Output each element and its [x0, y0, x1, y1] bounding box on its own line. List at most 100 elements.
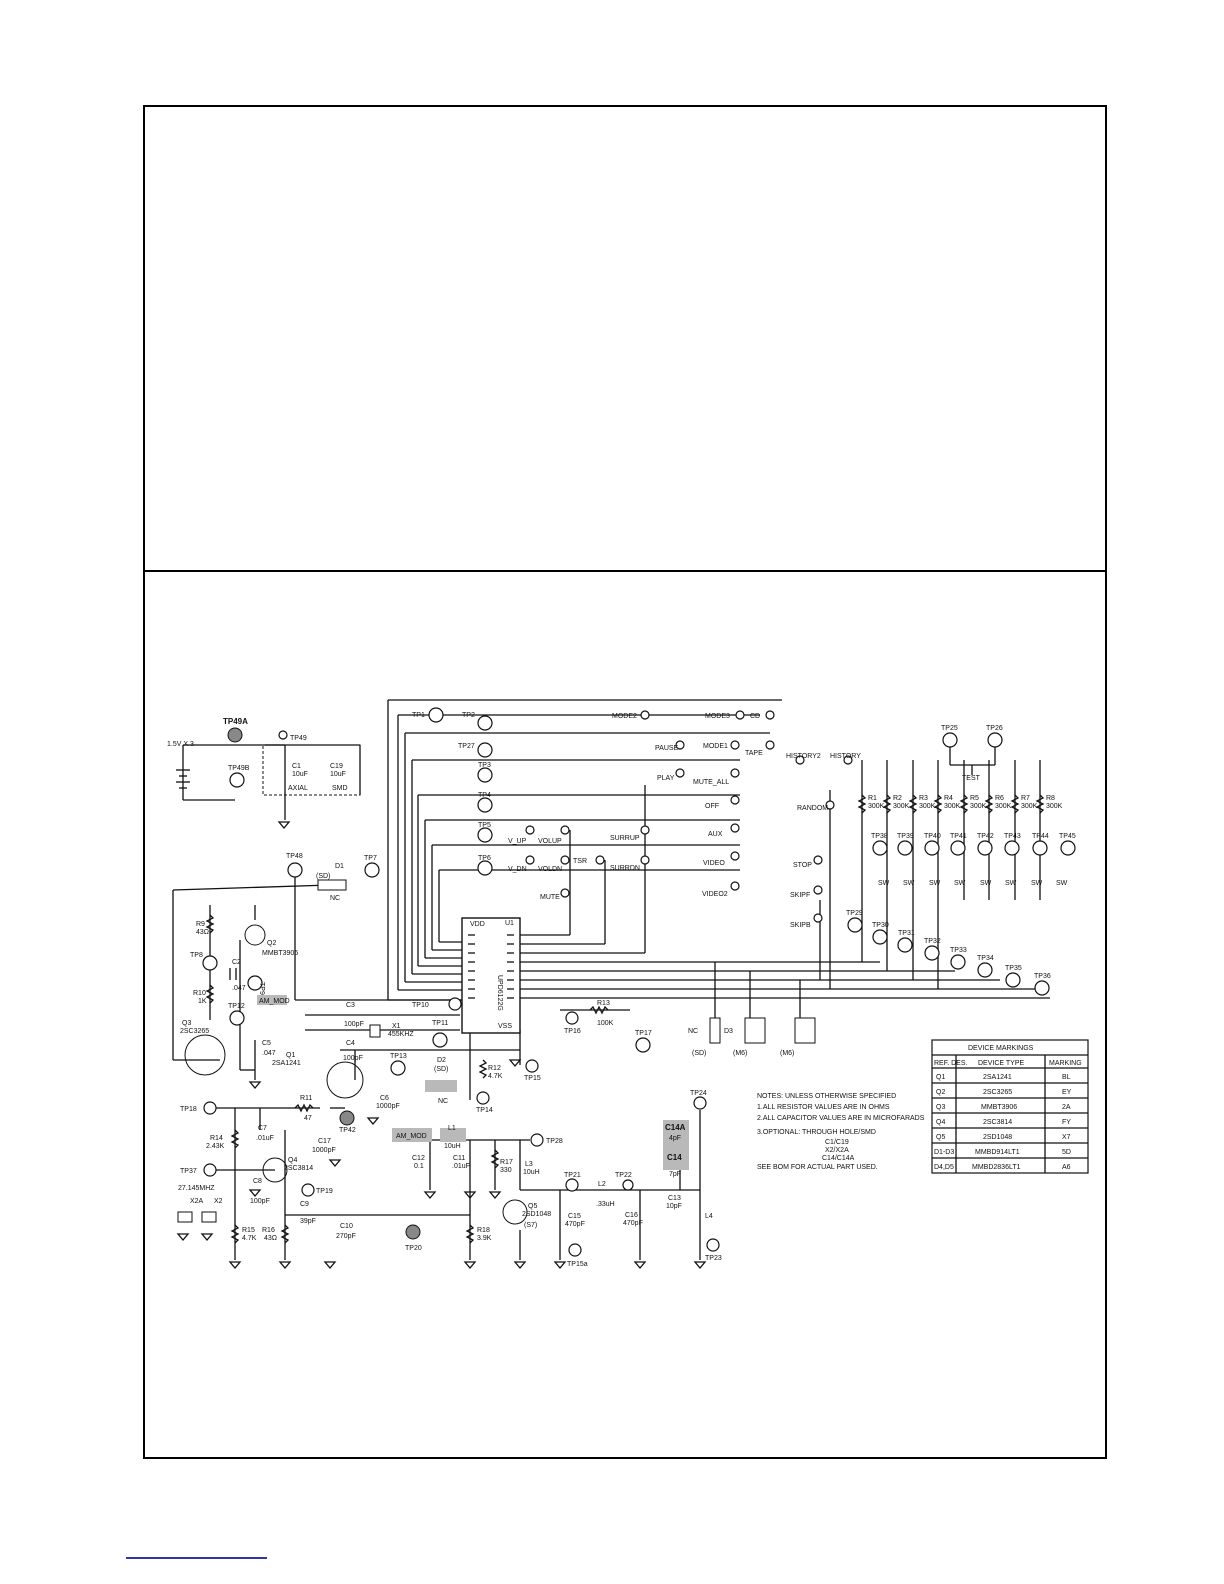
- svg-text:L1: L1: [448, 1125, 456, 1132]
- svg-text:2SC3814: 2SC3814: [983, 1119, 1012, 1126]
- svg-text:R10: R10: [193, 990, 206, 997]
- svg-text:300K: 300K: [1021, 803, 1038, 810]
- ic-ref: U1: [505, 920, 514, 927]
- svg-text:TP25: TP25: [941, 725, 958, 732]
- page-frame: [143, 105, 1107, 1459]
- svg-text:X2: X2: [214, 1198, 223, 1205]
- notes-line-1: 1.ALL RESISTOR VALUES ARE IN OHMS: [757, 1104, 890, 1111]
- svg-text:TP31: TP31: [898, 930, 915, 937]
- svg-text:R11: R11: [300, 1095, 312, 1102]
- svg-text:.33uH: .33uH: [596, 1201, 615, 1208]
- svg-text:TP14: TP14: [476, 1107, 493, 1114]
- svg-text:TP49A: TP49A: [223, 717, 248, 726]
- tp48: TP48: [286, 853, 303, 878]
- tp30: TP30: [872, 922, 889, 945]
- svg-text:TP39: TP39: [897, 833, 914, 840]
- tp38: TP38: [871, 833, 888, 856]
- svg-text:X1: X1: [392, 1023, 401, 1030]
- svg-text:300K: 300K: [893, 803, 910, 810]
- svg-text:Q5: Q5: [528, 1203, 537, 1210]
- svg-text:TP20: TP20: [405, 1245, 422, 1252]
- battery-symbol: [176, 769, 190, 789]
- svg-text:2SD1048: 2SD1048: [983, 1134, 1012, 1141]
- diode-d4: (M6): [733, 1017, 766, 1057]
- svg-text:TP11: TP11: [432, 1020, 448, 1027]
- tp39: TP39: [897, 833, 914, 856]
- sw-label-2: SW: [903, 880, 915, 887]
- svg-text:SMD: SMD: [332, 785, 348, 792]
- switch-tsr: TSR: [573, 855, 605, 865]
- svg-text:X7: X7: [1062, 1134, 1071, 1141]
- svg-text:C1: C1: [292, 763, 301, 770]
- tp16: TP16: [564, 1011, 581, 1035]
- svg-text:X2A: X2A: [190, 1198, 204, 1205]
- svg-text:C6: C6: [380, 1095, 389, 1102]
- svg-text:470pF: 470pF: [565, 1221, 585, 1228]
- tp15: TP15: [524, 1059, 541, 1082]
- svg-text:C5: C5: [262, 1040, 271, 1047]
- svg-text:R7: R7: [1021, 795, 1030, 802]
- switch-mute-all: MUTE_ALL: [693, 768, 740, 786]
- switch-mode3: MODE3: [705, 710, 745, 720]
- tp44: TP44: [1032, 833, 1049, 856]
- svg-text:TP34: TP34: [977, 955, 994, 962]
- svg-text:STOP: STOP: [793, 862, 812, 869]
- svg-text:300K: 300K: [868, 803, 885, 810]
- sw-label-5: SW: [980, 880, 992, 887]
- battery-label: 1.5V X 3: [167, 741, 194, 748]
- tp45: TP45: [1059, 833, 1076, 856]
- svg-text:EY: EY: [1062, 1089, 1072, 1096]
- svg-text:100pF: 100pF: [344, 1021, 364, 1028]
- svg-text:.047: .047: [232, 985, 246, 992]
- svg-text:L4: L4: [705, 1213, 713, 1220]
- svg-text:R3: R3: [919, 795, 928, 802]
- svg-text:2SA1241: 2SA1241: [983, 1074, 1012, 1081]
- svg-text:39pF: 39pF: [300, 1218, 316, 1225]
- svg-text:TP15a: TP15a: [567, 1261, 588, 1268]
- svg-text:1000pF: 1000pF: [376, 1103, 400, 1110]
- svg-text:R2: R2: [893, 795, 902, 802]
- svg-text:10uH: 10uH: [523, 1169, 540, 1176]
- svg-text:(M6): (M6): [733, 1050, 747, 1057]
- svg-text:V_DN: V_DN: [508, 866, 527, 873]
- svg-text:C11: C11: [453, 1155, 465, 1162]
- svg-text:A6: A6: [1062, 1164, 1071, 1171]
- tp1: TP1: [412, 707, 444, 723]
- footer-link[interactable]: [126, 1557, 267, 1559]
- svg-text:10pF: 10pF: [666, 1203, 682, 1210]
- tp49b: TP49B: [228, 765, 250, 788]
- svg-text:100pF: 100pF: [343, 1055, 363, 1062]
- svg-text:27.145MHZ: 27.145MHZ: [178, 1185, 215, 1192]
- svg-text:C10: C10: [340, 1223, 353, 1230]
- svg-text:HISTORY2: HISTORY2: [786, 753, 821, 760]
- notes-title: NOTES: UNLESS OTHERWISE SPECIFIED: [757, 1093, 896, 1100]
- tp8: TP8: [190, 952, 218, 971]
- tp12: TP12: [228, 1003, 245, 1026]
- svg-text:TSR: TSR: [573, 858, 587, 865]
- section-divider: [143, 570, 1105, 572]
- am-mod-label-1: AM_MOD: [259, 998, 290, 1005]
- switch-skipf: SKIPF: [790, 885, 823, 899]
- svg-text:R18: R18: [477, 1227, 490, 1234]
- svg-text:R14: R14: [210, 1135, 223, 1142]
- tp17: TP17: [635, 1030, 652, 1053]
- svg-text:TP4: TP4: [478, 792, 491, 799]
- switch-history2: HISTORY2: [786, 753, 821, 765]
- svg-text:SURRUP: SURRUP: [610, 835, 640, 842]
- tp29: TP29: [846, 910, 863, 933]
